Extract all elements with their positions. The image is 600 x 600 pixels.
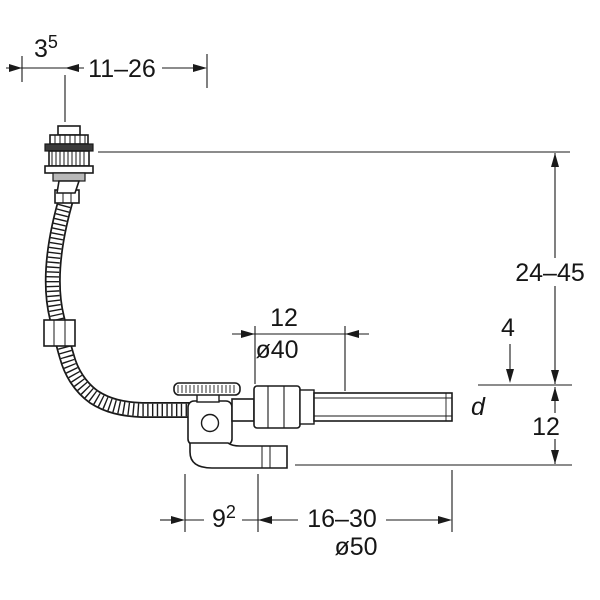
drain-valve: [187, 400, 233, 446]
arrowhead: [65, 64, 79, 72]
telescopic-pipe: [313, 392, 453, 422]
label-mask: [527, 413, 565, 439]
arrowhead: [345, 330, 359, 338]
cable-coupling: [43, 319, 76, 347]
extension-lines-pipe: [254, 326, 346, 391]
dim-label-o40: ø40: [255, 336, 298, 364]
dim-handle-offset-and-distance: 35 11–26: [6, 32, 208, 122]
dim-label-12-right: 12: [532, 413, 560, 441]
extension-lines-top: [21, 54, 208, 122]
arrowhead: [438, 516, 452, 524]
union-nut: [253, 385, 315, 429]
dim-label-24-45: 24–45: [515, 259, 585, 287]
label-mask: [84, 54, 162, 80]
dim-label-9-2: 92: [212, 502, 236, 533]
dim-pipe-section: 12 ø40: [232, 304, 369, 391]
label-mask: [298, 505, 386, 532]
arrowhead: [171, 516, 185, 524]
arrowhead: [551, 387, 559, 401]
turn-handle: [44, 125, 94, 194]
arrowhead: [551, 450, 559, 464]
arrowhead: [551, 153, 559, 167]
bowden-cable: [44, 193, 190, 418]
label-mask: [504, 258, 596, 286]
pipe-diameter-label: d: [471, 393, 486, 421]
dim-plane-gap: 4: [501, 314, 515, 383]
valve-outlet-elbow: [189, 442, 288, 469]
dim-bottom-row: 92 16–30 ø50: [160, 470, 453, 561]
label-mask: [204, 505, 242, 532]
arrowhead: [506, 369, 514, 383]
arrowhead: [241, 330, 255, 338]
dim-label-12-top: 12: [270, 304, 298, 332]
arrowhead: [193, 64, 207, 72]
dim-outlet-drop: 12: [527, 387, 565, 464]
valve-horizontal-branch: [231, 398, 255, 422]
dim-installation-height: 24–45: [504, 153, 596, 384]
dim-label-11-26: 11–26: [88, 55, 156, 83]
valve-cable-joint: [200, 413, 220, 433]
extension-lines-bottom: [184, 470, 453, 532]
arrowhead: [9, 64, 22, 72]
dim-label-3-5: 35: [34, 32, 58, 63]
strainer-flange: [173, 382, 241, 403]
dim-label-16-30: 16–30: [307, 505, 377, 533]
arrowhead: [551, 370, 559, 384]
dim-label-4: 4: [501, 314, 515, 342]
outlet-diameter-label: ø50: [334, 533, 377, 561]
arrowhead: [258, 516, 272, 524]
